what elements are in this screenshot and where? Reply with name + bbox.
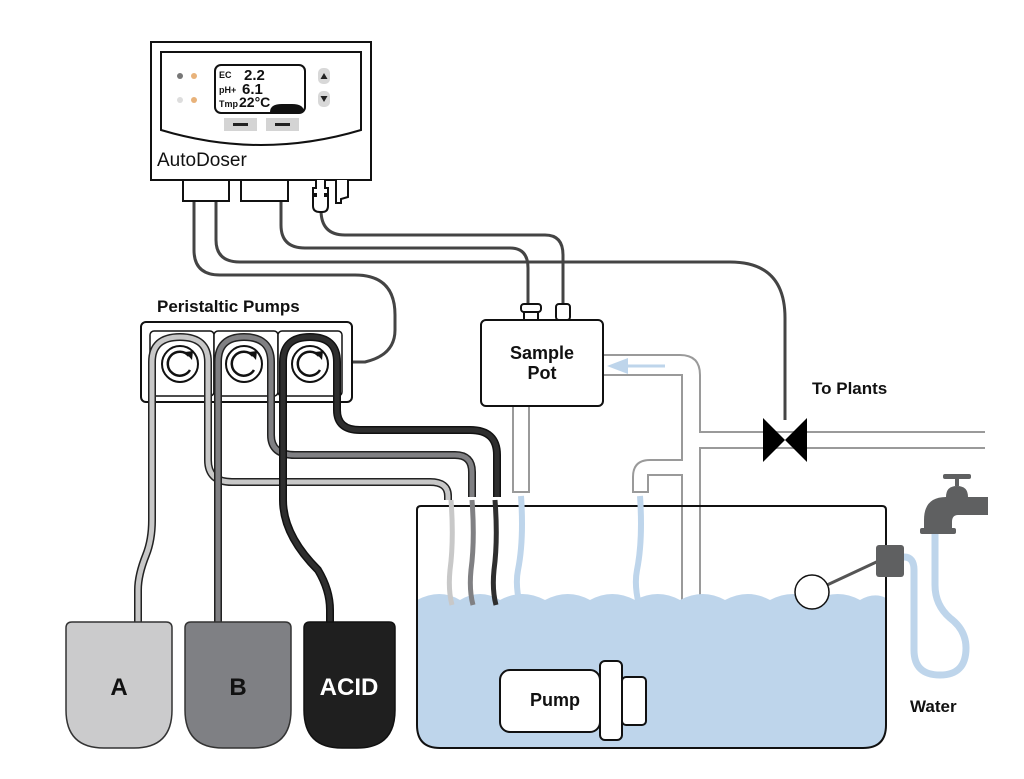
connector-sensors — [240, 179, 289, 202]
ph-sensor — [555, 303, 571, 321]
tank-tube-ends — [446, 495, 644, 606]
tube-acid — [279, 332, 501, 622]
cable-sensor-1 — [279, 200, 530, 305]
water-level — [417, 594, 886, 748]
reservoir-tank — [416, 505, 887, 749]
float-valve-body — [876, 545, 904, 577]
pump-rotor-1[interactable] — [161, 345, 199, 383]
tap-icon — [920, 474, 988, 534]
water-label: Water — [910, 697, 957, 716]
lcd-ec-label: EC — [219, 70, 232, 80]
circulation-pump: Pump — [499, 660, 647, 741]
bottle-b-label: B — [229, 674, 246, 701]
sample-pot-label-2: Pot — [528, 363, 557, 383]
rotate-clockwise-icon — [296, 350, 322, 377]
dosing-tubes — [134, 332, 501, 622]
solenoid-valve[interactable] — [763, 418, 807, 462]
sample-pot: Sample Pot — [480, 303, 604, 407]
float-valve — [794, 545, 904, 610]
lcd-tmp-value: 22°C — [239, 94, 270, 110]
nutrient-bottles: A B ACID — [65, 621, 396, 749]
arrow-down-icon — [320, 96, 328, 102]
to-plants-label: To Plants — [812, 379, 887, 398]
bottle-a: A — [65, 621, 173, 749]
lcd-indicator — [270, 104, 304, 112]
pump-rotor-2[interactable] — [225, 345, 263, 383]
tank-outline — [416, 505, 887, 749]
power-connector — [335, 180, 349, 204]
connector-pumps — [182, 179, 230, 202]
sample-pot-label-1: Sample — [510, 343, 574, 363]
lcd-tmp-label: Tmp — [219, 99, 239, 109]
tube-a — [134, 332, 452, 622]
bottle-acid: ACID — [303, 621, 396, 749]
arrow-left-icon — [607, 358, 628, 374]
pump-label: Pump — [530, 690, 580, 710]
led-4 — [191, 97, 197, 103]
rotate-clockwise-icon — [166, 350, 192, 377]
minus-icon — [233, 123, 248, 126]
main-pipe-top — [603, 354, 985, 433]
led-1 — [177, 73, 183, 79]
bottle-a-label: A — [110, 674, 127, 701]
ec-sensor — [523, 311, 539, 321]
cable-pumps — [192, 200, 397, 364]
sample-pot-body — [480, 319, 604, 407]
sample-return-pipe — [512, 406, 530, 493]
controller-cables — [192, 200, 787, 420]
led-2 — [191, 73, 197, 79]
bottle-b: B — [184, 621, 292, 749]
brand-label: AutoDoser — [157, 150, 247, 171]
arrow-up-icon — [320, 73, 328, 79]
probe-connector — [312, 180, 329, 213]
cable-valve — [214, 200, 787, 420]
rotate-clockwise-icon — [230, 350, 256, 377]
tube-b — [214, 332, 476, 622]
lcd-ec-value: 2.2 — [244, 67, 265, 84]
pumps-title: Peristaltic Pumps — [157, 297, 300, 316]
bottle-acid-label: ACID — [320, 674, 379, 701]
float-ball — [794, 574, 830, 610]
water-inlet-hose — [903, 505, 970, 679]
pump-rotor-3[interactable] — [291, 345, 329, 383]
minus-icon — [275, 123, 290, 126]
cable-sensor-2 — [319, 209, 565, 305]
lcd-ph-label: pH+ — [219, 85, 236, 95]
autodoser-controller: EC 2.2 pH+ 6.1 Tmp 22°C AutoDoser — [150, 41, 372, 213]
lcd-ph-value: 6.1 — [242, 81, 263, 98]
led-3 — [177, 97, 183, 103]
main-pipe-inner — [603, 374, 683, 693]
pump-rotors — [161, 345, 329, 383]
lcd-display — [214, 64, 306, 114]
